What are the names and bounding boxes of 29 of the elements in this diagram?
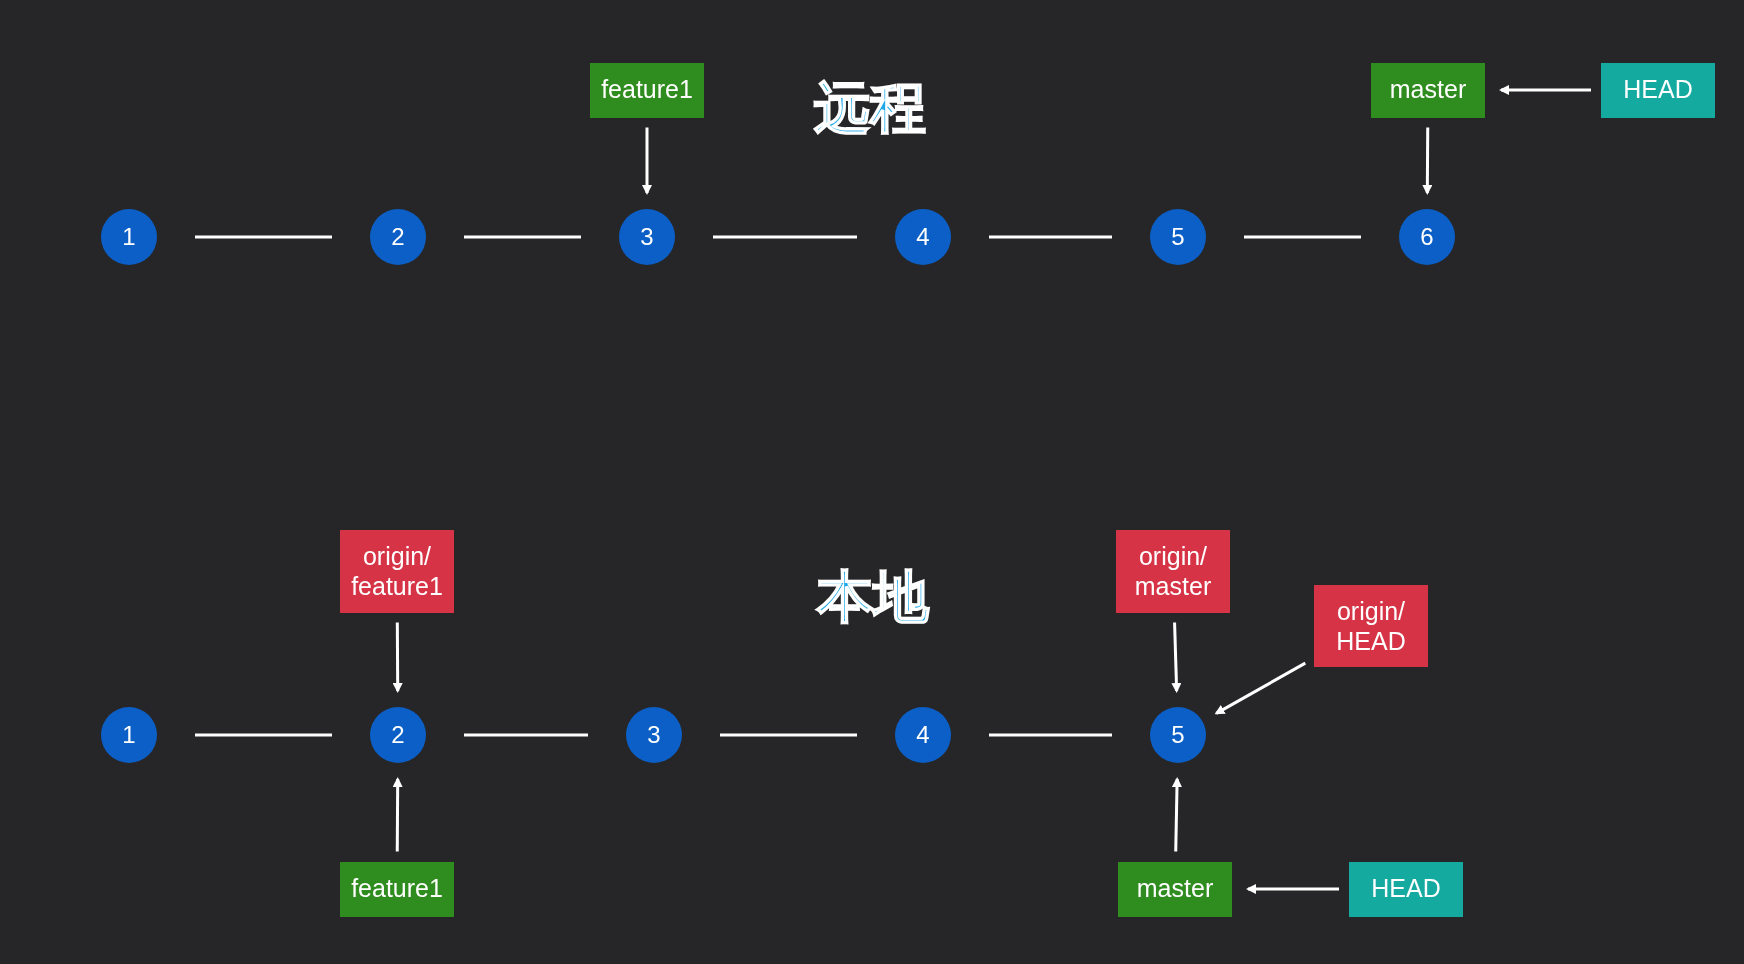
remote-branch-box: origin/ HEAD — [1314, 585, 1428, 667]
branch-label-box: feature1 — [340, 861, 454, 917]
arrow — [1499, 85, 1591, 95]
section-title: 远程 — [814, 74, 926, 142]
connector-line — [195, 235, 332, 239]
remote-branch-box: origin/ master — [1116, 529, 1230, 613]
connector-line — [1244, 235, 1361, 239]
connector-line — [464, 235, 581, 239]
arrow — [1246, 884, 1339, 894]
head-label-box: HEAD — [1349, 861, 1463, 917]
arrow — [642, 127, 652, 195]
section-title: 本地 — [817, 563, 929, 631]
head-label-box: HEAD — [1601, 62, 1715, 118]
connector-line — [989, 235, 1112, 239]
arrow — [392, 622, 403, 693]
arrow — [1422, 127, 1433, 195]
connector-line — [464, 733, 588, 737]
branch-label-box: feature1 — [590, 62, 704, 118]
arrow — [1171, 622, 1182, 693]
arrow — [1214, 661, 1307, 715]
connector-line — [989, 733, 1112, 737]
remote-branch-box: origin/ feature1 — [340, 529, 454, 613]
connector-line — [720, 733, 857, 737]
branch-label-box: master — [1118, 861, 1232, 917]
arrow — [1172, 777, 1182, 852]
connector-line — [195, 733, 332, 737]
arrow — [392, 777, 403, 852]
connector-line — [713, 235, 857, 239]
branch-label-box: master — [1371, 62, 1485, 118]
